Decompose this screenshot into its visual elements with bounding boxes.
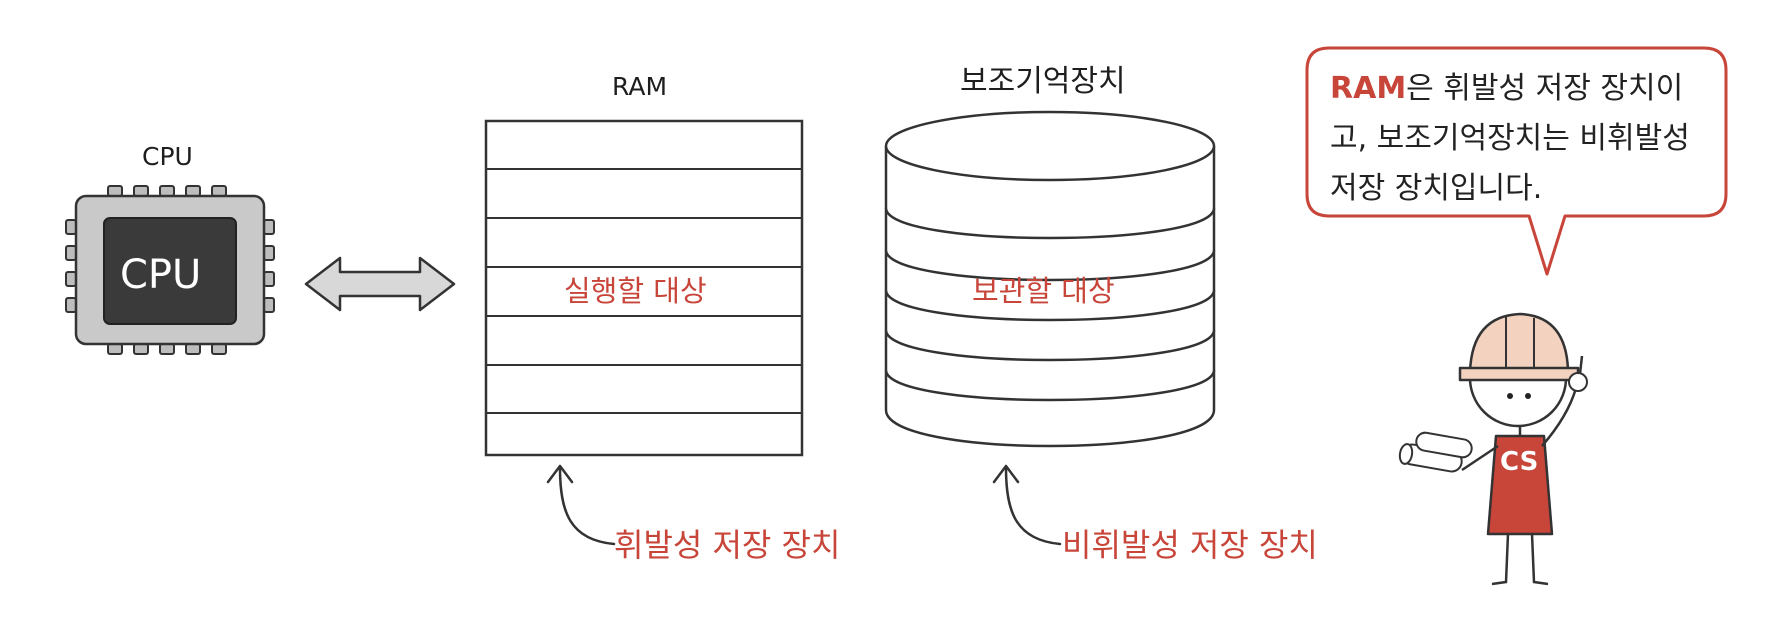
speech-body: 은 휘발성 저장 장치이고, 보조기억장치는 비휘발성 저장 장치입니다. bbox=[1330, 71, 1690, 206]
storage-cylinder bbox=[884, 110, 1216, 448]
storage-title: 보조기억장치 bbox=[960, 64, 1126, 99]
ram-curved-arrow-icon bbox=[546, 464, 616, 546]
speech-bubble bbox=[1305, 46, 1728, 276]
storage-caption: 비휘발성 저장 장치 bbox=[1062, 526, 1318, 564]
character-shirt-text: CS bbox=[1500, 447, 1539, 477]
speech-bubble-text: RAM은 휘발성 저장 장치이고, 보조기억장치는 비휘발성 저장 장치입니다. bbox=[1330, 64, 1710, 214]
ram-inner-label: 실행할 대상 bbox=[564, 274, 707, 308]
cpu-chip bbox=[65, 185, 275, 355]
cpu-chip-label: CPU bbox=[120, 252, 202, 298]
character-illustration bbox=[1398, 312, 1588, 586]
ram-caption: 휘발성 저장 장치 bbox=[614, 526, 841, 564]
double-arrow-icon bbox=[304, 256, 456, 312]
cpu-title: CPU bbox=[142, 142, 193, 171]
ram-block bbox=[484, 119, 804, 457]
speech-highlight: RAM bbox=[1330, 71, 1407, 106]
ram-title: RAM bbox=[612, 72, 668, 101]
storage-curved-arrow-icon bbox=[992, 464, 1062, 546]
storage-inner-label: 보관할 대상 bbox=[972, 274, 1115, 308]
